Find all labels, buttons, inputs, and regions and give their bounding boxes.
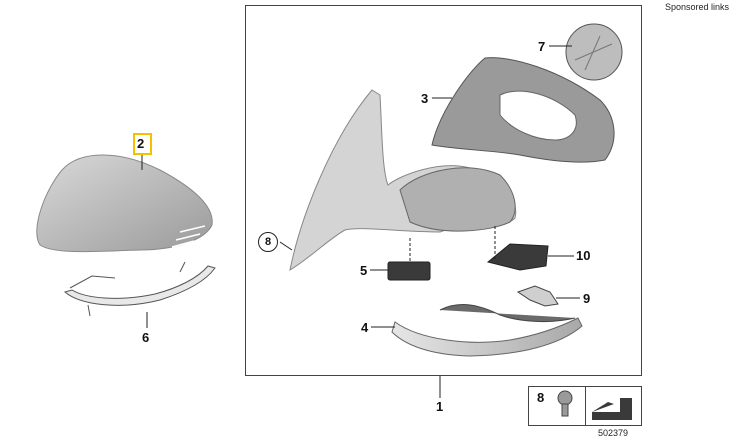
leader-lines (141, 45, 580, 398)
part-label-3[interactable]: 3 (421, 91, 429, 106)
bracket-illustration[interactable] (516, 285, 559, 307)
reference-divider (585, 386, 586, 426)
ref-label-8[interactable]: 8 (537, 390, 545, 405)
diagram-id: 502379 (598, 428, 629, 438)
part-label-5[interactable]: 5 (360, 263, 368, 278)
cover-plate-illustration[interactable] (387, 261, 431, 281)
arrow-icon (592, 398, 632, 420)
mirror-assembly-illustration[interactable] (289, 89, 517, 272)
highlight-box (133, 133, 152, 155)
assembly-frame (245, 5, 642, 376)
lower-trim-illustration[interactable] (391, 317, 583, 357)
part-label-1[interactable]: 1 (436, 399, 444, 414)
sponsored-links[interactable]: Sponsored links (664, 2, 729, 12)
screw-icon (557, 390, 573, 417)
lower-trim-inner-illustration (439, 304, 576, 323)
mirror-motor-illustration[interactable] (565, 23, 623, 81)
part-label-10[interactable]: 10 (576, 248, 591, 263)
puddle-light-illustration[interactable] (486, 243, 549, 271)
part-label-8-circled[interactable]: 8 (258, 232, 278, 252)
part-label-4[interactable]: 4 (361, 320, 369, 335)
part-label-2[interactable]: 2 (137, 136, 145, 151)
turn-signal-illustration[interactable] (63, 261, 216, 317)
part-label-9[interactable]: 9 (583, 291, 591, 306)
part-label-7[interactable]: 7 (538, 39, 546, 54)
part-label-6[interactable]: 6 (142, 330, 150, 345)
housing-frame-illustration[interactable] (431, 57, 615, 163)
mirror-cap-illustration[interactable] (36, 154, 213, 253)
